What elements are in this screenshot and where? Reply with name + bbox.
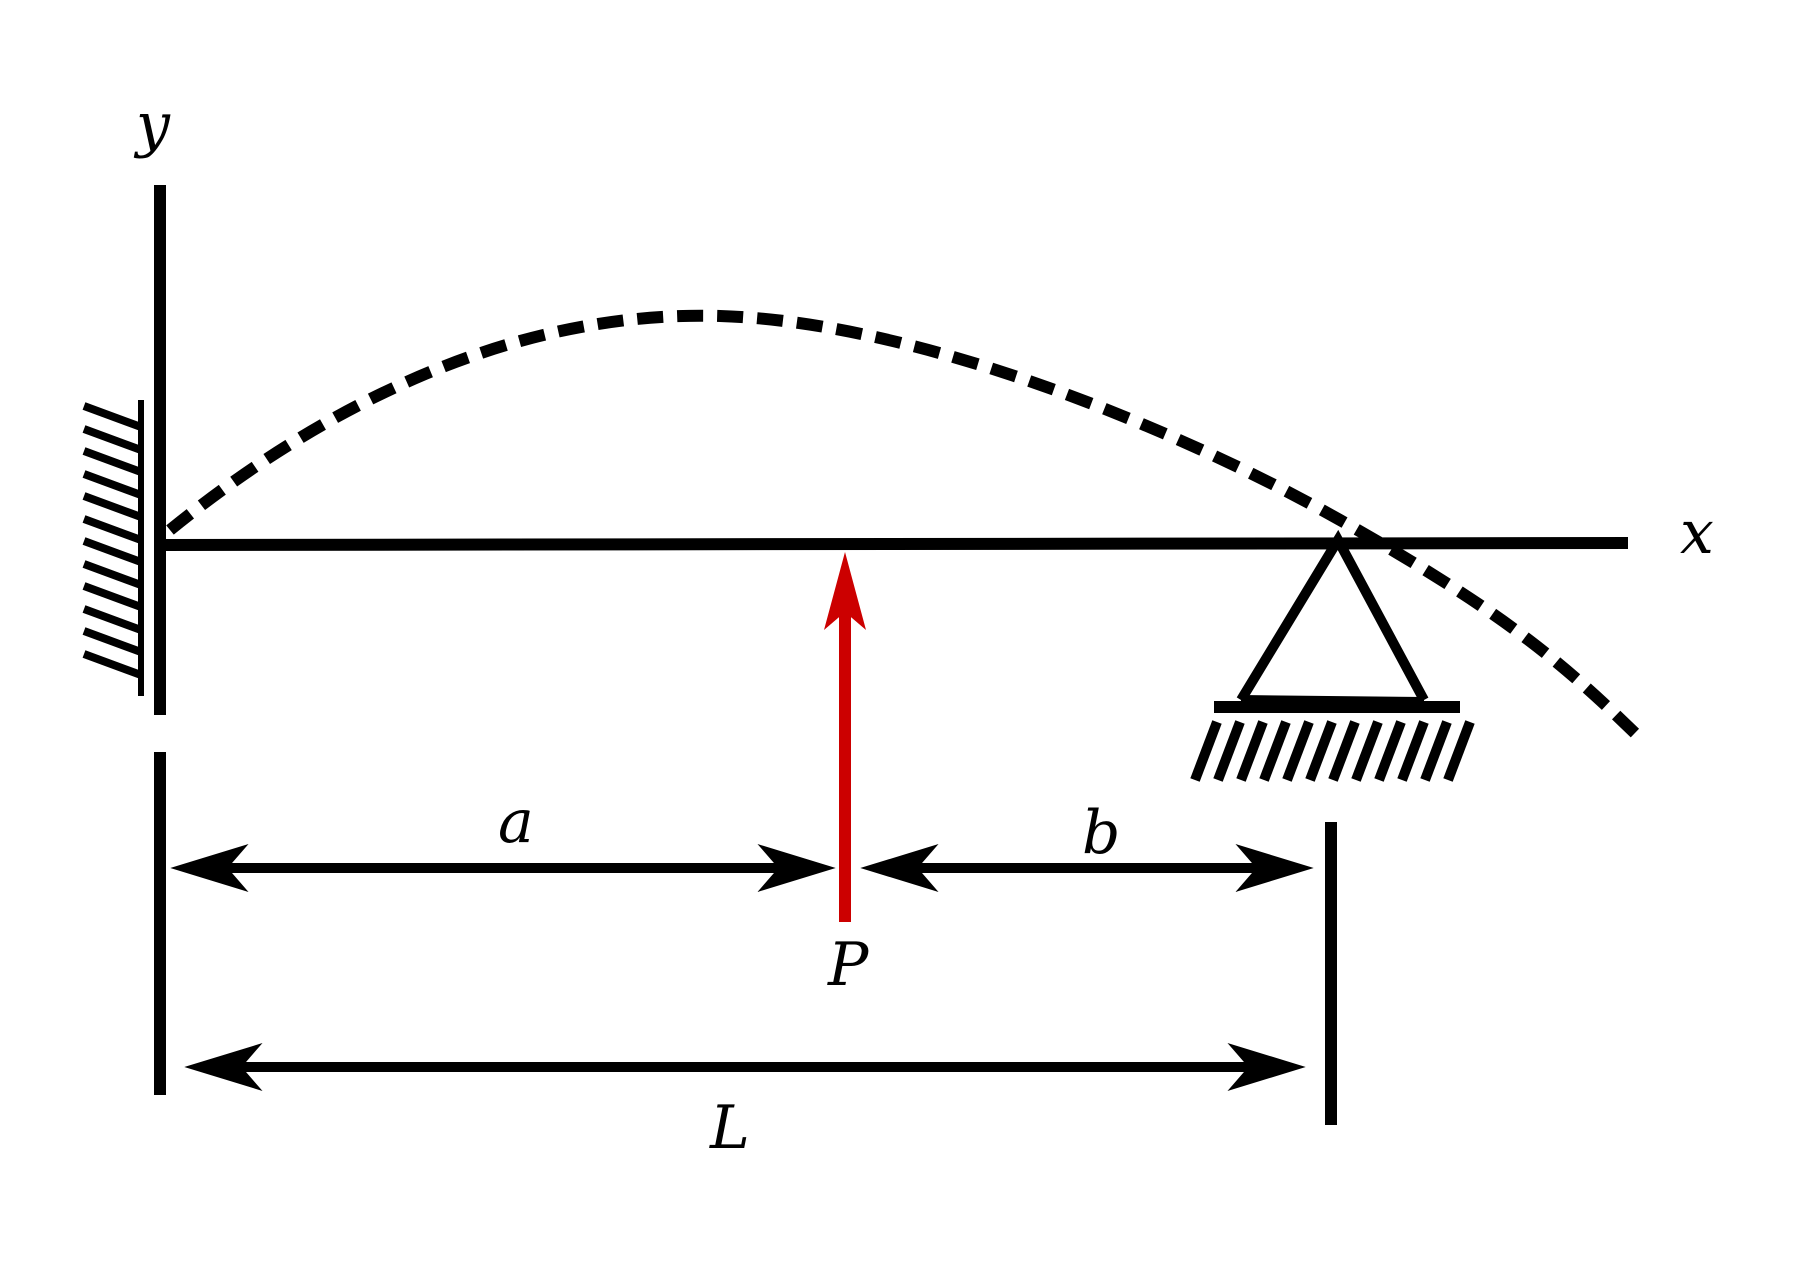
dimension-b [860, 844, 1314, 892]
dimension-b-label: b [1082, 798, 1120, 868]
dimension-l-label: L [709, 1093, 750, 1163]
dimension-l [184, 1043, 1306, 1091]
beam [164, 537, 1629, 551]
y-axis-label: y [133, 90, 171, 160]
dimension-a [170, 844, 836, 892]
deflection-curve [166, 309, 1645, 743]
force-arrow-p [824, 552, 866, 922]
support-ground-hatching [1190, 720, 1475, 782]
pin-support [1214, 529, 1460, 713]
force-label: P [827, 930, 870, 1000]
dimension-a-label: a [498, 787, 534, 857]
x-axis-label: x [1680, 498, 1714, 568]
fixed-wall-hatching [82, 402, 143, 679]
